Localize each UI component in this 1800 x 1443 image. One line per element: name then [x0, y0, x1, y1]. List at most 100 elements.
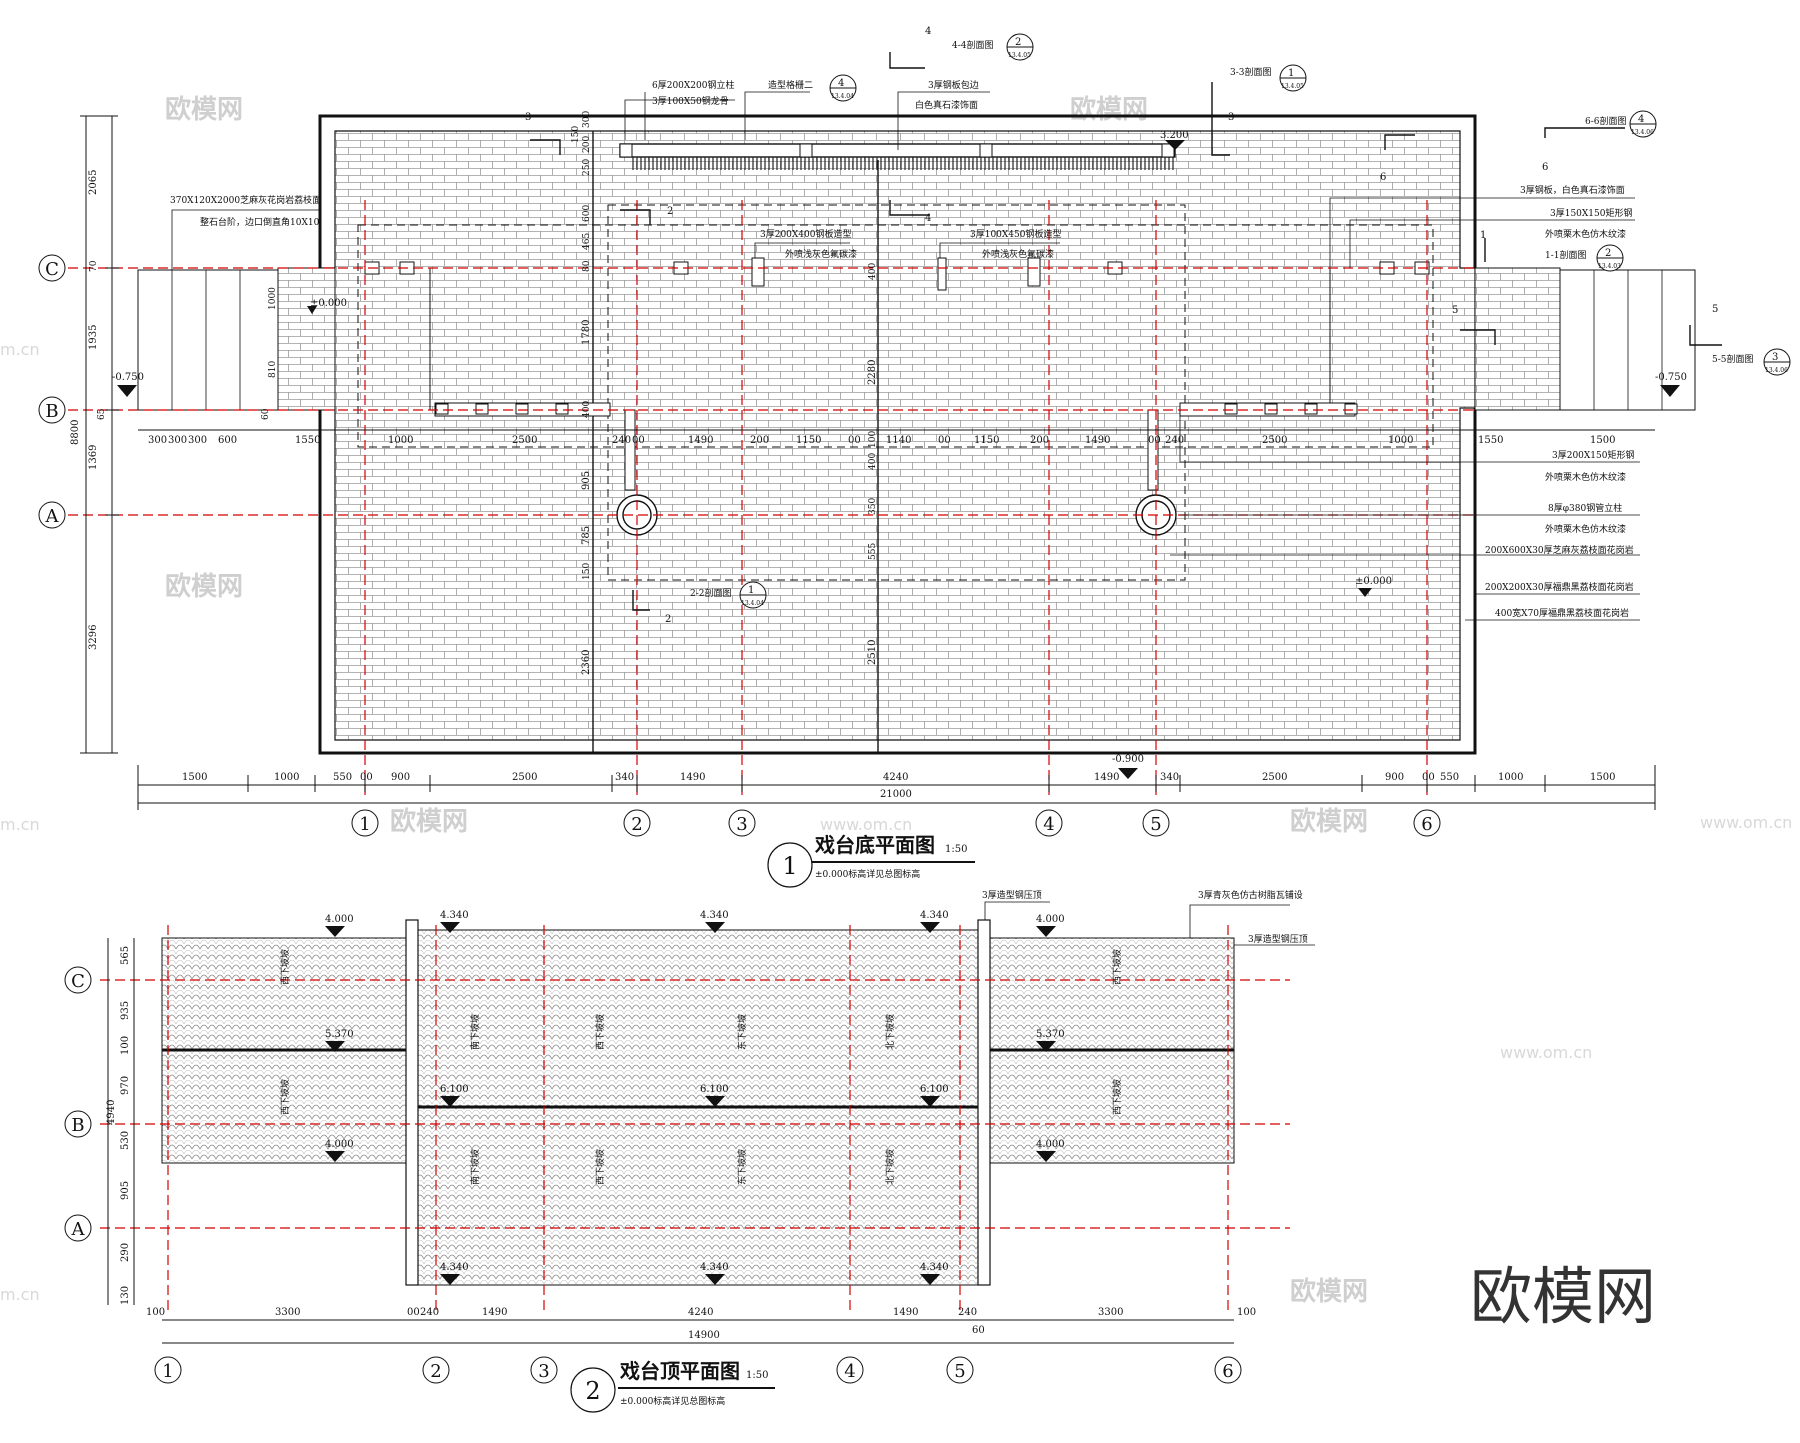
dim-bottom: 1500 [1590, 772, 1615, 783]
axis-label-col: 6 [1421, 814, 1432, 835]
dim-row: 1150 [974, 435, 999, 446]
svg-text:13.4.05: 13.4.05 [1008, 52, 1031, 59]
dim-left: 905 [120, 1181, 131, 1200]
dim-left: 290 [120, 1243, 131, 1262]
callout-label: 3厚造型钢压顶 [1248, 933, 1308, 945]
svg-text:2: 2 [1015, 37, 1021, 48]
dim-bottom: 900 [1385, 772, 1404, 783]
slope-label: 西下坡坡 [1111, 949, 1123, 985]
slope-label: 南下坡坡 [469, 1014, 481, 1050]
dim-mid: 200 [582, 136, 592, 153]
dim-bottom: 100 [146, 1307, 165, 1318]
dim-bottom: 00 [407, 1307, 420, 1318]
plan2-scale: 1:50 [746, 1370, 768, 1381]
plan2-axis-bubbles [64, 966, 1242, 1384]
svg-text:1: 1 [782, 852, 797, 880]
svg-text:3: 3 [1228, 112, 1234, 123]
dim-row: 240 [1165, 435, 1184, 446]
axis-label-col: 2 [631, 814, 642, 835]
axis-label-col: 6 [1222, 1361, 1233, 1382]
dim-left: 65 [97, 408, 107, 420]
section-2-2: 2 2 2-2剖面图 1 13.4.04 [620, 206, 767, 625]
callout-label: 造型格栅二 [768, 79, 813, 91]
dim-left: 565 [120, 946, 131, 965]
callout-label: 200X200X30厚福鼎黑荔枝面花岗岩 [1485, 581, 1634, 593]
level-text: 4.340 [440, 1262, 469, 1273]
callout-label: 外喷栗木色仿木纹漆 [1545, 471, 1626, 483]
dim-left: 935 [120, 1001, 131, 1020]
dim-row: 1490 [688, 435, 713, 446]
svg-text:3: 3 [1772, 352, 1778, 363]
dim-row: 1550 [295, 435, 320, 446]
axis-label-col: 2 [430, 1361, 441, 1382]
slope-label: 南下坡坡 [469, 1149, 481, 1185]
section-4-4: 4 4-4剖面图 2 13.4.05 4 [889, 26, 1034, 224]
plan2-title-block: 2 戏台顶平面图 1:50 ±0.000标高详见总图标高 [570, 1359, 775, 1413]
plan1-ground-floor: 2065 70 1935 65 1369 3296 8800 1000 810 … [38, 26, 1791, 888]
dim-mid: 905 [581, 471, 592, 490]
svg-text:1: 1 [748, 585, 754, 596]
dim-mid: 300 [582, 111, 592, 128]
dim-left: 1935 [88, 325, 99, 350]
dim-row: 200 [750, 435, 769, 446]
axis-label-row: C [71, 971, 85, 992]
section-6-6: 6 6-6剖面图 4 13.4.06 6 [1380, 110, 1657, 183]
right-landing [1474, 267, 1561, 411]
plan1-axis-bubbles [38, 254, 1441, 837]
dim-center: 2510 [867, 640, 878, 665]
axis-label-col: 5 [954, 1361, 965, 1382]
watermark-url: www.om.cn [820, 815, 912, 834]
callout-label: 整石台阶，边口倒直角10X10 [200, 216, 320, 228]
dim-row: 600 [218, 435, 237, 446]
svg-text:1-1剖面图: 1-1剖面图 [1545, 249, 1587, 261]
dim-bottom: 240 [958, 1307, 977, 1318]
watermark-text: 欧模网 [165, 94, 243, 125]
section-1-1: 1 1-1剖面图 2 13.4.03 [1480, 230, 1624, 272]
svg-text:6: 6 [1380, 172, 1386, 183]
dim-left: 2065 [88, 170, 99, 195]
svg-text:2-2剖面图: 2-2剖面图 [690, 587, 732, 599]
svg-text:3-3剖面图: 3-3剖面图 [1230, 66, 1272, 78]
dim-row: 1150 [796, 435, 821, 446]
svg-text:1: 1 [1480, 230, 1486, 241]
dim-bottom: 1000 [1498, 772, 1523, 783]
svg-text:4: 4 [925, 26, 931, 37]
dim-left: 3296 [88, 625, 99, 650]
slope-label: 西下坡坡 [1111, 1079, 1123, 1115]
dim-bottom: 340 [615, 772, 634, 783]
axis-label-row: B [71, 1115, 84, 1136]
dim-mid: 150 [571, 126, 581, 143]
level-text: 4.340 [700, 910, 729, 921]
watermark-text: 欧模网 [1290, 806, 1368, 837]
dim-bottom: 1490 [1094, 772, 1119, 783]
dim-inner-left: 810 [268, 361, 278, 378]
dim-center: 100 [868, 431, 878, 448]
svg-text:4: 4 [1638, 114, 1644, 125]
grille-screen [619, 143, 1176, 158]
left-landing [277, 267, 336, 411]
watermark-text: 欧模网 [390, 806, 468, 837]
dim-mid: 250 [582, 159, 592, 176]
dim-bottom: 00 [1422, 772, 1435, 783]
svg-text:2: 2 [667, 206, 673, 217]
dim-center: 400 [868, 453, 878, 470]
callout-label: 白色真石漆饰面 [915, 99, 978, 111]
callout-label: 外喷栗木色仿木纹漆 [1545, 228, 1626, 240]
callout-label: 400宽X70厚福鼎黑荔枝面花岗岩 [1495, 607, 1629, 619]
dim-left: 130 [120, 1286, 131, 1305]
callout-label: 3厚100X50钢龙骨 [652, 95, 729, 107]
axis-label-col: 4 [844, 1361, 855, 1382]
left-steps [137, 269, 279, 411]
level-text: 5.370 [325, 1029, 354, 1040]
svg-text:13.4.06: 13.4.06 [1631, 129, 1654, 136]
dim-mid: 2360 [581, 650, 592, 675]
dim-bottom: 3300 [275, 1307, 300, 1318]
svg-text:13.4.06: 13.4.06 [1765, 367, 1788, 374]
dim-bottom: 550 [333, 772, 352, 783]
dim-row: 1490 [1085, 435, 1110, 446]
axis-label-row: A [71, 1219, 86, 1240]
dim-row: 00 [632, 435, 645, 446]
dim-row: 1550 [1478, 435, 1503, 446]
dim-bottom: 00 [360, 772, 373, 783]
plan1-slab-outline [318, 114, 1477, 755]
